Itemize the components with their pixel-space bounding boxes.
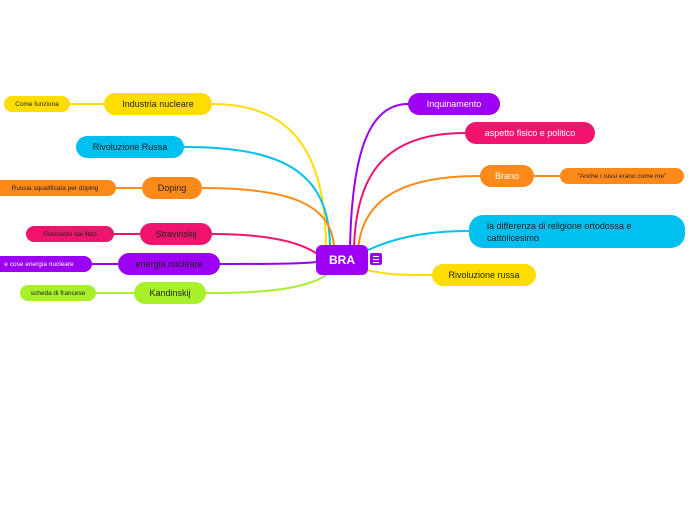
topic-label: Rivoluzione russa xyxy=(448,270,520,280)
connector-doping xyxy=(201,187,335,251)
topic-label: Kandinskij xyxy=(149,288,191,298)
connector-rivoluzione-russa-left xyxy=(183,146,331,249)
subtopic-label: e cose energia nucleare xyxy=(4,260,74,268)
connector-kandinskij xyxy=(205,271,331,294)
subtopic-anche-i-russi[interactable]: "Anche i russi erano come me" xyxy=(560,168,684,184)
connector-industria-nucleare xyxy=(211,103,327,249)
topic-label: Brano xyxy=(494,171,520,181)
connector-stravinskij xyxy=(211,233,321,257)
connector-religione xyxy=(367,230,470,251)
topic-label: Industria nucleare xyxy=(122,99,194,109)
topic-label: Inquinamento xyxy=(426,99,482,109)
subtopic-label: "Anche i russi erano come me" xyxy=(577,172,667,180)
topic-industria-nucleare[interactable]: Industria nucleare xyxy=(104,93,212,115)
topic-label: Doping xyxy=(157,183,187,193)
topic-rivoluzione-russa-right[interactable]: Rivoluzione russa xyxy=(432,264,536,286)
connector-rivoluzione-russa-right xyxy=(365,269,433,276)
connector-energia-nucleare xyxy=(219,261,317,265)
subtopic-label: scheda di francese xyxy=(30,289,86,297)
subtopic-come-funziona[interactable]: Come funziona xyxy=(4,96,70,112)
root-topic[interactable]: BRA xyxy=(316,245,368,275)
topic-aspetto-fisico-e-politico[interactable]: aspetto fisico e politico xyxy=(465,122,595,144)
topic-inquinamento[interactable]: Inquinamento xyxy=(408,93,500,115)
topic-label: Stravinskij xyxy=(155,229,197,239)
topic-energia-nucleare[interactable]: energia nucleare xyxy=(118,253,220,275)
subtopic-scheda-di-francese[interactable]: scheda di francese xyxy=(20,285,96,301)
topic-doping[interactable]: Doping xyxy=(142,177,202,199)
topic-brano[interactable]: Brano xyxy=(480,165,534,187)
topic-label: energia nucleare xyxy=(135,259,203,269)
connector-aspetto-fisico xyxy=(353,132,466,249)
topic-differenza-religione[interactable]: la differenza di religione ortodossa e c… xyxy=(469,215,685,248)
topic-label: aspetto fisico e politico xyxy=(484,128,576,138)
topic-label: la differenza di religione ortodossa e c… xyxy=(487,220,632,243)
subtopic-cose-energia-nucleare[interactable]: e cose energia nucleare xyxy=(0,256,92,272)
connector-brano xyxy=(357,175,481,251)
topic-label: Rivoluzione Russa xyxy=(92,142,168,152)
subtopic-russia-squalificata[interactable]: Russia squalificata per doping xyxy=(0,180,116,196)
connector-inquinamento xyxy=(349,103,409,249)
topic-stravinskij[interactable]: Stravinskij xyxy=(140,223,212,245)
root-label: BRA xyxy=(329,253,355,267)
topic-kandinskij[interactable]: Kandinskij xyxy=(134,282,206,304)
notes-icon[interactable] xyxy=(370,253,382,265)
subtopic-label: Riassunto dal libro xyxy=(43,230,97,238)
subtopic-label: Russia squalificata per doping xyxy=(11,184,99,192)
subtopic-riassunto-dal-libro[interactable]: Riassunto dal libro xyxy=(26,226,114,242)
subtopic-label: Come funziona xyxy=(15,100,59,108)
topic-rivoluzione-russa-left[interactable]: Rivoluzione Russa xyxy=(76,136,184,158)
